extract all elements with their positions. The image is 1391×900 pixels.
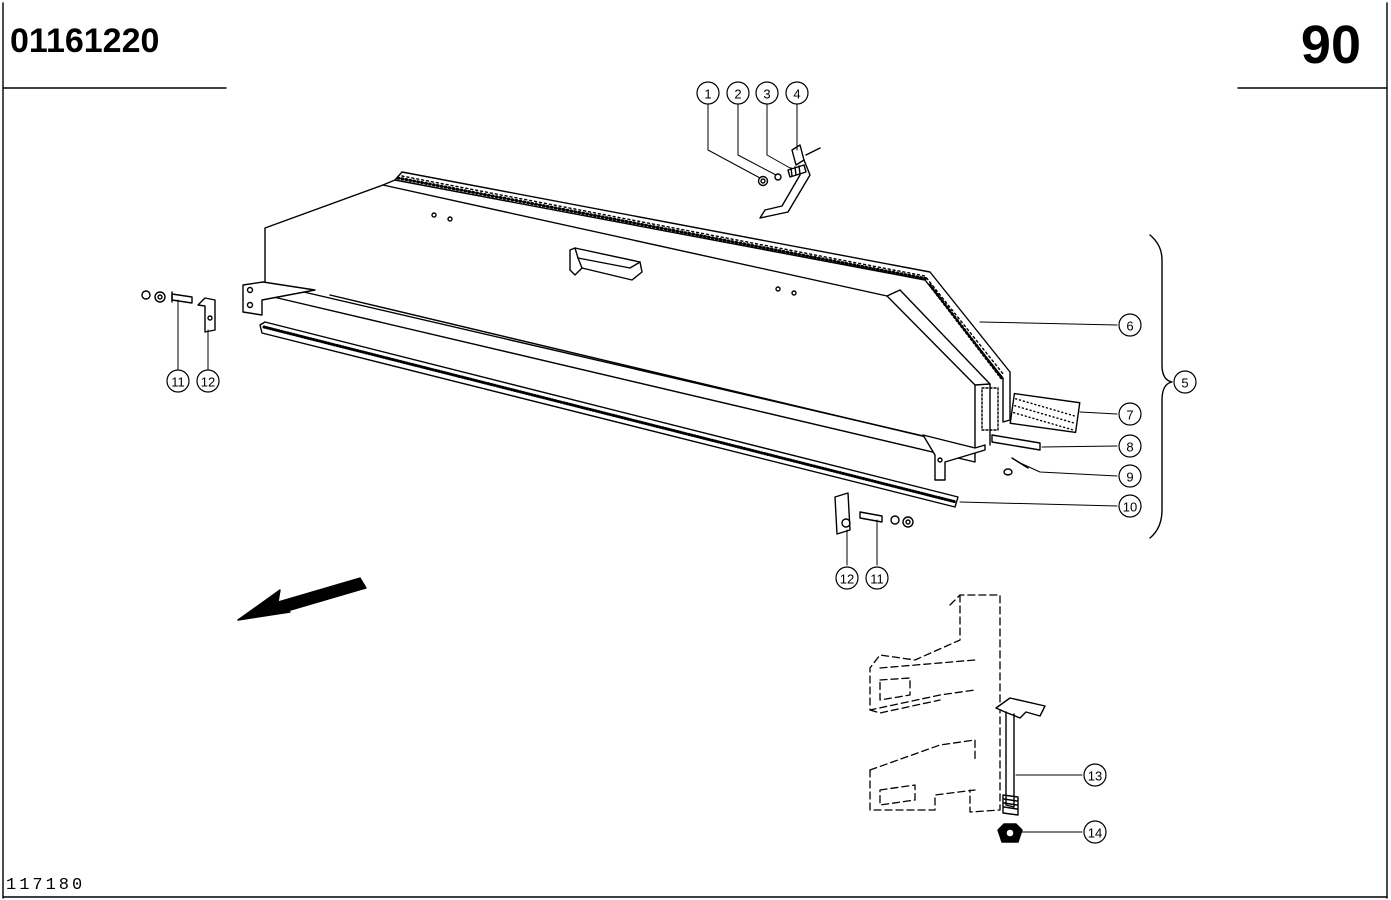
document-number: 01161220 xyxy=(10,22,160,60)
callout-4: 4 xyxy=(793,87,800,102)
callout-6: 6 xyxy=(1126,319,1133,334)
cover-housing xyxy=(242,171,1081,481)
callout-11-bottom: 11 xyxy=(870,572,884,587)
fixing-parts-bottom xyxy=(834,492,914,535)
callout-12-bottom: 12 xyxy=(840,572,854,587)
callout-10: 10 xyxy=(1123,500,1137,515)
pedal-pin xyxy=(995,697,1046,816)
callout-11-left: 11 xyxy=(171,375,185,390)
callout-1: 1 xyxy=(704,87,711,102)
machine-frame-outline xyxy=(869,594,1001,813)
callout-5: 5 xyxy=(1181,376,1188,391)
fixing-parts-top xyxy=(757,144,821,219)
direction-arrow-icon xyxy=(237,577,367,621)
callout-12-left: 12 xyxy=(201,375,215,390)
callout-8: 8 xyxy=(1126,440,1133,455)
callout-2: 2 xyxy=(734,87,741,102)
assembly-bracket xyxy=(1149,234,1173,539)
fixing-parts-left xyxy=(141,290,216,333)
callout-7: 7 xyxy=(1126,408,1133,423)
callout-13: 13 xyxy=(1088,769,1102,784)
callout-9: 9 xyxy=(1126,470,1133,485)
hex-nut xyxy=(997,823,1023,843)
leader-lines xyxy=(177,102,1118,833)
callout-3: 3 xyxy=(763,87,770,102)
callout-14: 14 xyxy=(1088,826,1102,841)
callout-circles xyxy=(166,81,1197,844)
drawing-number: 117180 xyxy=(6,876,86,895)
page-number: 90 xyxy=(1300,15,1361,75)
bottom-rubber-strip xyxy=(259,321,959,508)
